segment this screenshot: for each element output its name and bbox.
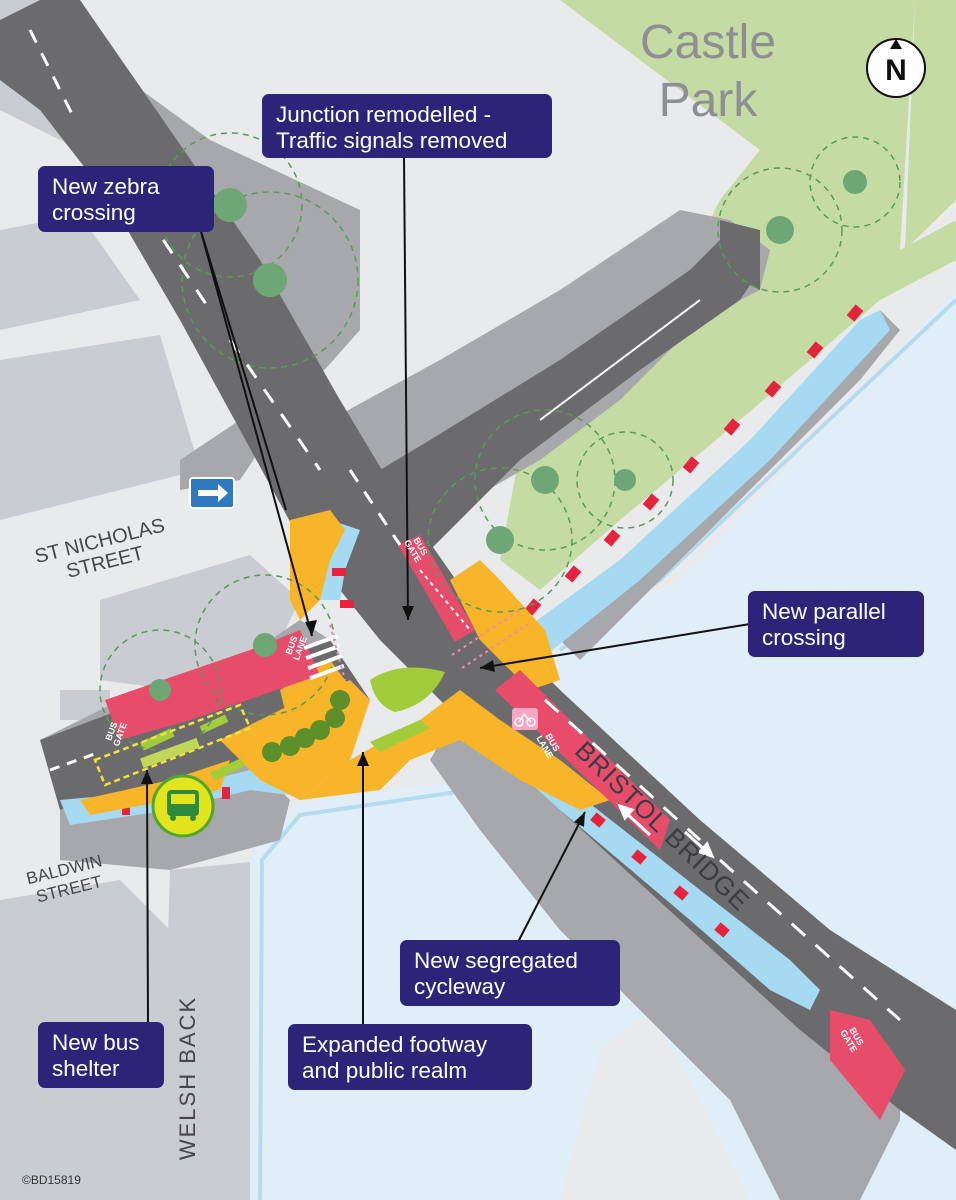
welsh-back-label: WELSH BACK	[175, 995, 201, 1161]
north-arrow-label: N	[885, 54, 907, 87]
bus-lanes	[105, 535, 905, 1120]
tree-icon	[262, 690, 350, 762]
callout-expanded-footway: Expanded footway and public realm	[288, 1024, 532, 1090]
castle-park-label: Castle Park	[639, 16, 777, 127]
bicycle-icon	[512, 708, 538, 730]
zebra-crossing-marking	[303, 633, 345, 681]
callout-arrowheads	[141, 606, 585, 827]
callout-leaders	[146, 156, 751, 1026]
callout-junction-remodelled: Junction remodelled - Traffic signals re…	[262, 94, 552, 158]
direction-arrows	[617, 803, 715, 859]
bus-stop-area	[93, 703, 252, 787]
bus-stop-icon	[151, 774, 215, 838]
callout-new-zebra-crossing: New zebra crossing	[38, 166, 214, 232]
callout-new-parallel-crossing: New parallel crossing	[748, 591, 924, 657]
tree-trunks	[149, 170, 867, 701]
north-arrow-icon: N	[863, 35, 929, 101]
road-lane-markings	[28, 29, 901, 1022]
copyright-label: ©BD15819	[22, 1173, 81, 1187]
parallel-crossing-marking	[329, 609, 531, 681]
one-way-arrow-icon	[189, 477, 235, 509]
callout-new-segregated-cycleway: New segregated cycleway	[400, 940, 620, 1006]
callout-new-bus-shelter: New bus shelter	[38, 1022, 164, 1088]
